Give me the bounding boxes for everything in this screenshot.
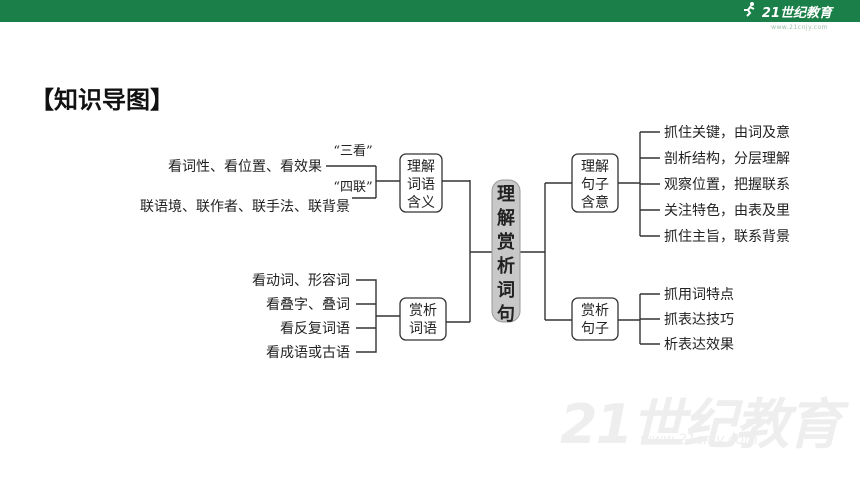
list-item: 抓表达技巧 [664, 312, 734, 328]
center-node-label: 理解赏析词句 [497, 184, 515, 325]
tag-san-kan: “三看” [333, 143, 372, 159]
label-line: 赏 [497, 231, 515, 253]
logo-text: 21世纪教育 [761, 5, 832, 21]
watermark-text: 21世纪教育 [560, 393, 841, 456]
list-item: 看叠字、叠词 [266, 297, 350, 313]
label-line: 理解 [581, 159, 609, 175]
box-understand-words [399, 153, 443, 213]
box-understand-sentences [571, 153, 619, 213]
runner-icon [742, 1, 758, 21]
connector-lines [326, 131, 660, 353]
list-item: 抓用词特点 [664, 287, 734, 303]
page-title: 【知识导图】 [30, 86, 174, 114]
list-item: 看成语或古语 [266, 345, 350, 361]
brand-logo: 21世纪教育 [742, 1, 832, 21]
label-line: 理 [497, 184, 515, 205]
box-understand-sentences-label: 理解句子含意 [581, 159, 609, 211]
label-line: 解 [497, 207, 515, 229]
list-item: 关注特色，由表及里 [664, 202, 790, 219]
label-line: 词语 [407, 177, 435, 193]
label-line: 句子 [581, 321, 609, 337]
label-line: 赏析 [409, 303, 437, 319]
list-item: 析表达效果 [664, 337, 734, 353]
list-item: 看反复词语 [280, 320, 350, 337]
list-item: 看动词、形容词 [252, 272, 350, 289]
box-understand-words-label: 理解词语含义 [407, 159, 435, 211]
tag-si-lian: “四联” [333, 180, 372, 195]
text-si-lian: 联语境、联作者、联手法、联背景 [140, 199, 350, 215]
list-item: 抓住关键，由词及意 [664, 124, 790, 141]
label-line: 理解 [407, 159, 435, 175]
label-line: 句子 [581, 177, 609, 193]
label-line: 赏析 [581, 303, 609, 319]
watermark-url: www.21cnjy.com [640, 432, 758, 448]
label-line: 含义 [407, 195, 435, 211]
center-node [491, 179, 521, 323]
list-item: 观察位置，把握联系 [664, 176, 790, 193]
list-item: 剖析结构，分层理解 [664, 151, 790, 167]
list-item: 抓住主旨，联系背景 [664, 229, 790, 245]
top-bar [0, 0, 860, 22]
label-line: 含意 [581, 194, 609, 211]
label-line: 词 [497, 280, 515, 301]
label-line: 句 [497, 303, 515, 325]
label-line: 析 [497, 255, 515, 277]
logo-url-text: www.21cnjy.com [771, 24, 828, 31]
box-appreciate-words-label: 赏析词语 [409, 303, 437, 337]
label-line: 词语 [409, 321, 437, 337]
text-san-kan: 看词性、看位置、看效果 [168, 159, 322, 175]
box-appreciate-sentences-label: 赏析句子 [581, 303, 609, 337]
box-appreciate-words [399, 297, 447, 341]
box-appreciate-sentences [571, 297, 619, 341]
